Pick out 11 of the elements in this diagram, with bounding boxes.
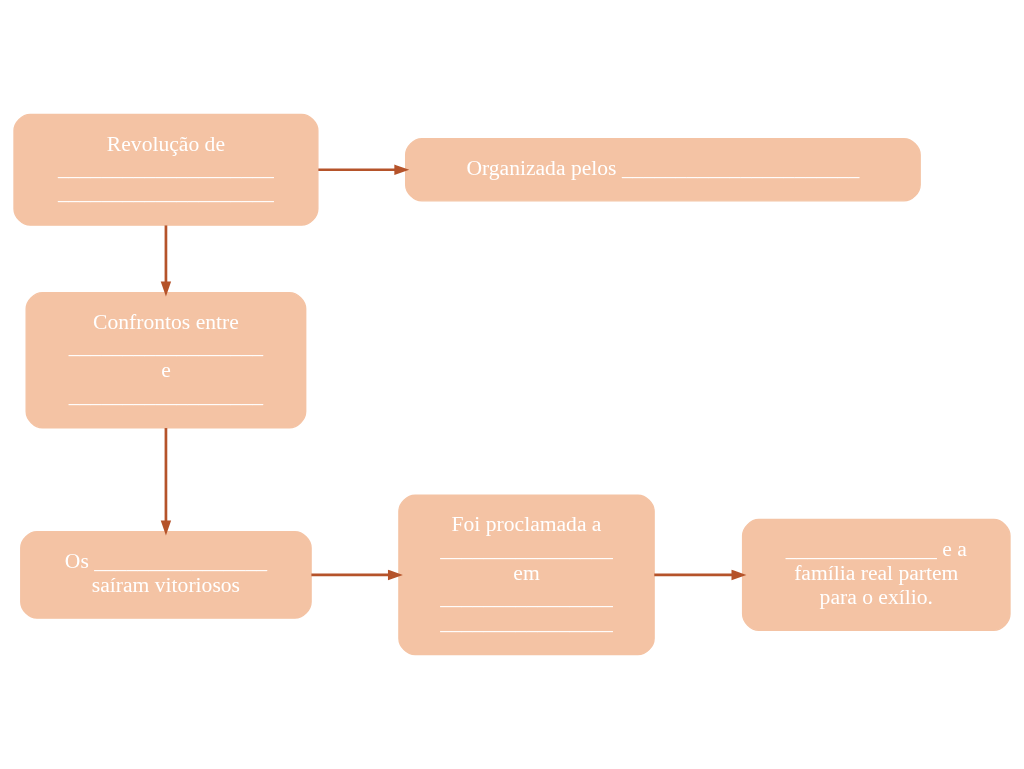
node-box: Os ________________ saíram vitoriosos (20, 531, 312, 619)
arrow (654, 569, 747, 581)
arrow (311, 569, 403, 581)
node-box: Revolução de ____________________ ____________________ (13, 113, 319, 226)
node-box: ______________ e a família real partem para o exílio. (741, 518, 1011, 631)
node-box: Foi proclamada a ________________ em ________________ ________________ (398, 494, 655, 656)
arrow (318, 164, 410, 175)
arrow (160, 225, 172, 297)
node-box: Confrontos entre __________________ e __________________ (25, 292, 307, 429)
node-box: Organizada pelos ______________________ (404, 138, 921, 202)
arrow (160, 428, 172, 536)
